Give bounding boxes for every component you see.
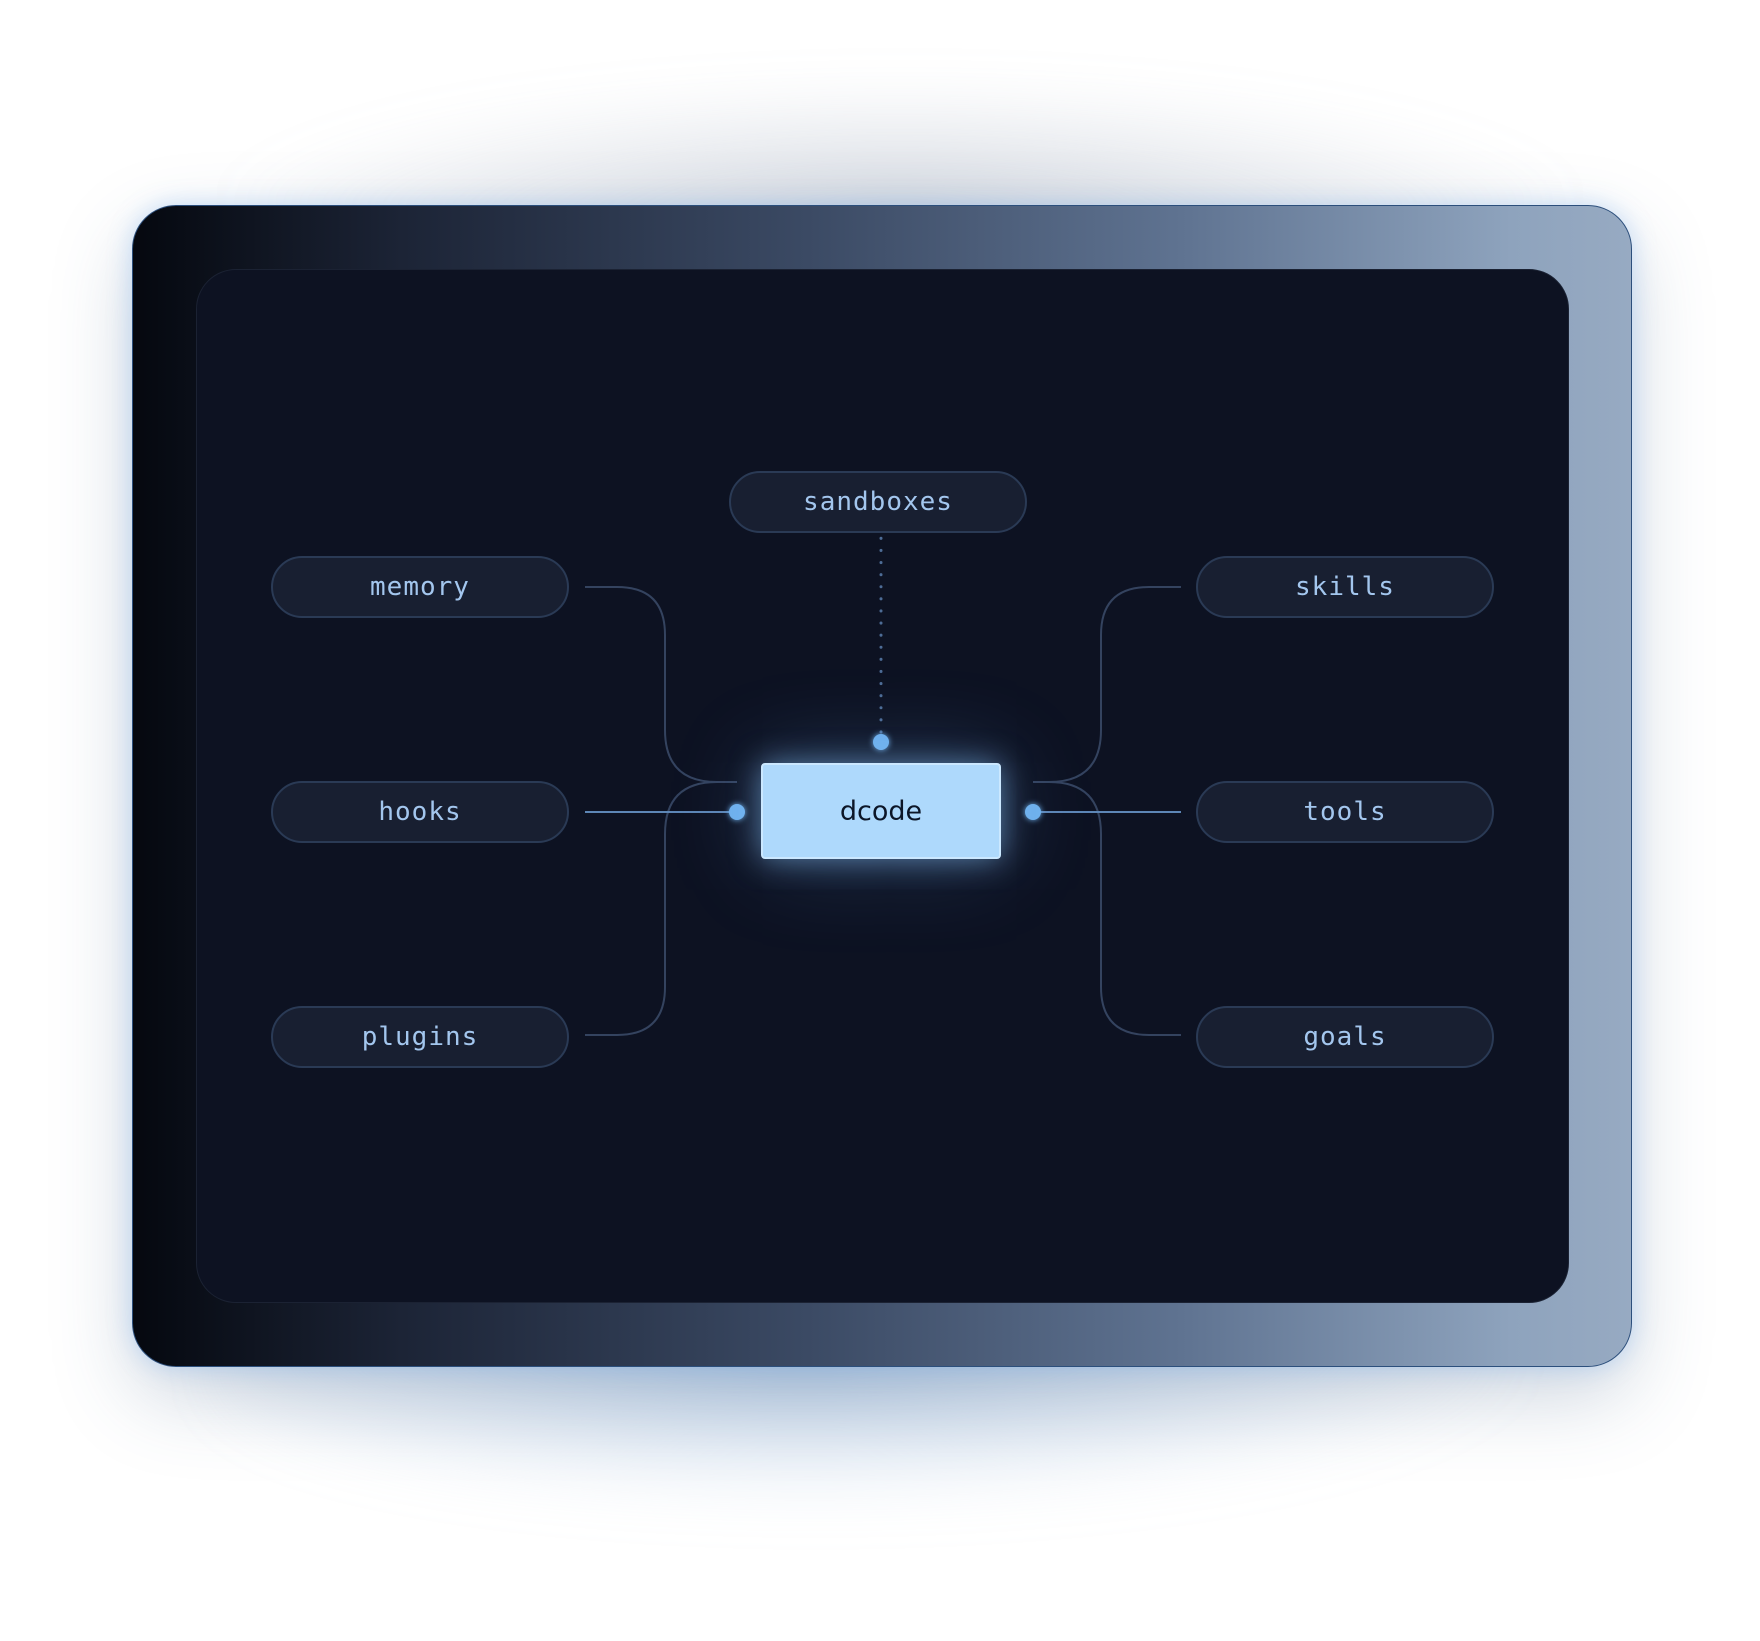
connector-skills <box>1033 586 1181 783</box>
node-hooks[interactable]: hooks <box>271 781 569 843</box>
node-dcode-core[interactable]: dcode <box>761 763 1001 859</box>
port-top <box>873 734 889 750</box>
connector-goals <box>1033 781 1181 1036</box>
device-frame: sandboxes memory hooks plugins skills to… <box>132 205 1632 1367</box>
connector-layer <box>585 500 1181 1036</box>
port-left <box>729 804 745 820</box>
node-sandboxes[interactable]: sandboxes <box>729 471 1027 533</box>
node-goals[interactable]: goals <box>1196 1006 1494 1068</box>
node-skills[interactable]: skills <box>1196 556 1494 618</box>
connector-memory <box>585 586 737 783</box>
port-right <box>1025 804 1041 820</box>
connector-plugins <box>585 781 737 1036</box>
node-tools[interactable]: tools <box>1196 781 1494 843</box>
diagram-panel: sandboxes memory hooks plugins skills to… <box>196 269 1569 1303</box>
node-plugins[interactable]: plugins <box>271 1006 569 1068</box>
node-memory[interactable]: memory <box>271 556 569 618</box>
